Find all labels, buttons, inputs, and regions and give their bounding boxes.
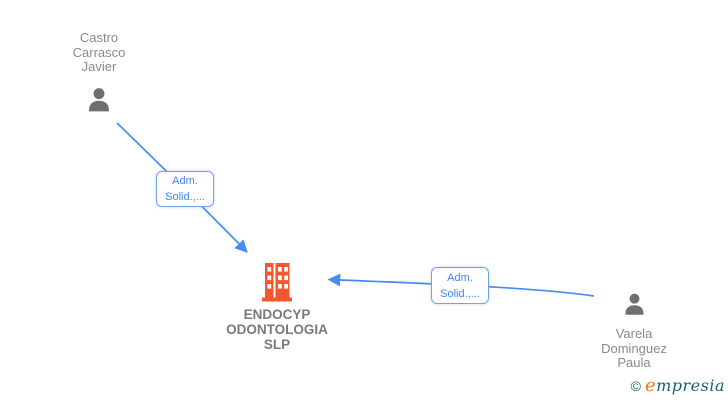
edge-label-text: Adm. Solid.,... [165, 175, 205, 203]
node-person-varela[interactable]: Varela Dominguez Paula [584, 290, 684, 371]
company-building-icon [261, 262, 293, 302]
edge-label-castro-company[interactable]: Adm. Solid.,... [156, 171, 214, 207]
empresia-rest: mpresia [656, 376, 725, 395]
person-castro-name: Castro Carrasco Javier [72, 30, 126, 74]
empresia-wordmark: empresia [645, 375, 725, 396]
node-person-castro[interactable]: Castro Carrasco Javier [54, 30, 144, 116]
company-endocyp-name: ENDOCYP ODONTOLOGIA SLP [226, 307, 328, 352]
edge-label-varela-company[interactable]: Adm. Solid.,... [431, 267, 489, 304]
person-icon [620, 290, 649, 319]
copyright-icon: © [630, 378, 641, 394]
person-varela-name: Varela Dominguez Paula [601, 326, 667, 370]
person-icon [83, 84, 115, 116]
edge-label-text: Adm. Solid.,... [440, 271, 480, 300]
arrow-varela-to-company [327, 273, 595, 297]
empresia-logo[interactable]: © empresia [631, 375, 725, 396]
node-company-endocyp[interactable]: ENDOCYP ODONTOLOGIA SLP [222, 262, 332, 352]
empresia-initial: e [644, 375, 657, 396]
